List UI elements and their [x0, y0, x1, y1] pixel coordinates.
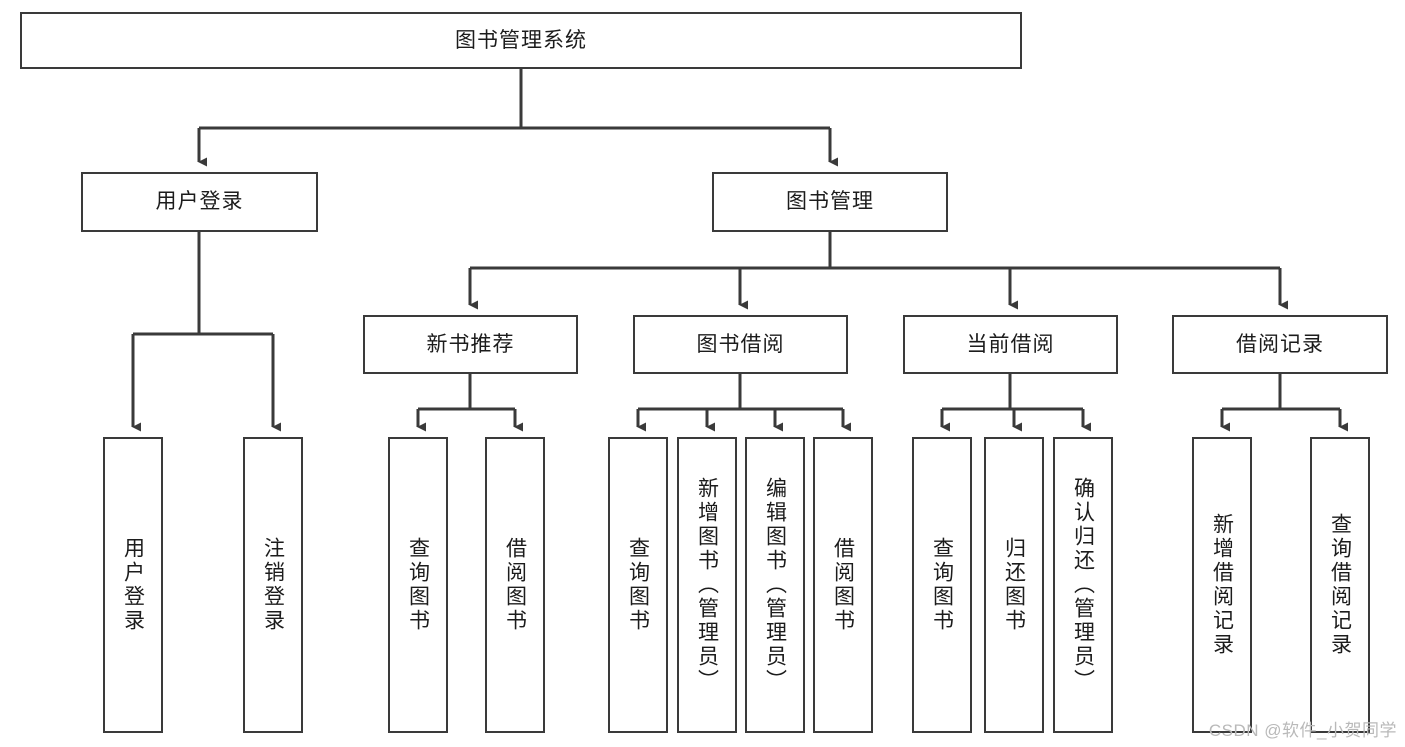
node-root[interactable]: 图书管理系统	[20, 12, 1022, 69]
node-root-label: 图书管理系统	[455, 28, 587, 52]
node-current-borrow[interactable]: 当前借阅	[903, 315, 1118, 374]
node-leaf-user-logout-label: 注销登录	[261, 537, 285, 633]
node-leaf-borrow-book[interactable]: 借阅图书	[813, 437, 873, 733]
node-borrow-record[interactable]: 借阅记录	[1172, 315, 1388, 374]
node-leaf-add-borrow-record-label: 新增借阅记录	[1210, 513, 1234, 657]
node-leaf-return-book[interactable]: 归还图书	[984, 437, 1044, 733]
node-leaf-query-borrow-record[interactable]: 查询借阅记录	[1310, 437, 1370, 733]
node-leaf-query-borrow-record-label: 查询借阅记录	[1328, 513, 1352, 657]
node-current-borrow-label: 当前借阅	[966, 332, 1055, 356]
node-leaf-add-borrow-record[interactable]: 新增借阅记录	[1192, 437, 1252, 733]
node-leaf-query-book-current-label: 查询图书	[930, 537, 954, 633]
node-new-book-recommend-label: 新书推荐	[426, 332, 515, 356]
node-book-manage[interactable]: 图书管理	[712, 172, 948, 232]
node-book-manage-label: 图书管理	[786, 190, 874, 214]
node-leaf-borrow-book-new[interactable]: 借阅图书	[485, 437, 545, 733]
node-leaf-query-book-borrow-label: 查询图书	[626, 537, 650, 633]
node-user-login-label: 用户登录	[155, 190, 244, 214]
node-leaf-edit-book-admin[interactable]: 编辑图书（管理员）	[745, 437, 805, 733]
node-leaf-query-book-new[interactable]: 查询图书	[388, 437, 448, 733]
node-leaf-add-book-admin-label: 新增图书（管理员）	[695, 477, 719, 693]
node-leaf-user-login-label: 用户登录	[121, 537, 145, 633]
node-leaf-query-book-new-label: 查询图书	[406, 537, 430, 633]
node-user-login[interactable]: 用户登录	[81, 172, 318, 232]
node-leaf-confirm-return-admin[interactable]: 确认归还（管理员）	[1053, 437, 1113, 733]
node-leaf-confirm-return-admin-label: 确认归还（管理员）	[1071, 477, 1095, 693]
watermark-text: CSDN @软件_小贺同学	[1208, 721, 1397, 740]
node-new-book-recommend[interactable]: 新书推荐	[363, 315, 578, 374]
node-leaf-borrow-book-new-label: 借阅图书	[503, 537, 527, 633]
node-leaf-borrow-book-label: 借阅图书	[831, 537, 855, 633]
node-leaf-user-logout[interactable]: 注销登录	[243, 437, 303, 733]
node-book-borrow[interactable]: 图书借阅	[633, 315, 848, 374]
node-borrow-record-label: 借阅记录	[1236, 332, 1324, 356]
node-book-borrow-label: 图书借阅	[696, 332, 785, 356]
node-leaf-query-book-current[interactable]: 查询图书	[912, 437, 972, 733]
node-leaf-query-book-borrow[interactable]: 查询图书	[608, 437, 668, 733]
node-leaf-return-book-label: 归还图书	[1002, 537, 1026, 633]
node-leaf-edit-book-admin-label: 编辑图书（管理员）	[763, 477, 787, 693]
node-leaf-add-book-admin[interactable]: 新增图书（管理员）	[677, 437, 737, 733]
node-leaf-user-login[interactable]: 用户登录	[103, 437, 163, 733]
